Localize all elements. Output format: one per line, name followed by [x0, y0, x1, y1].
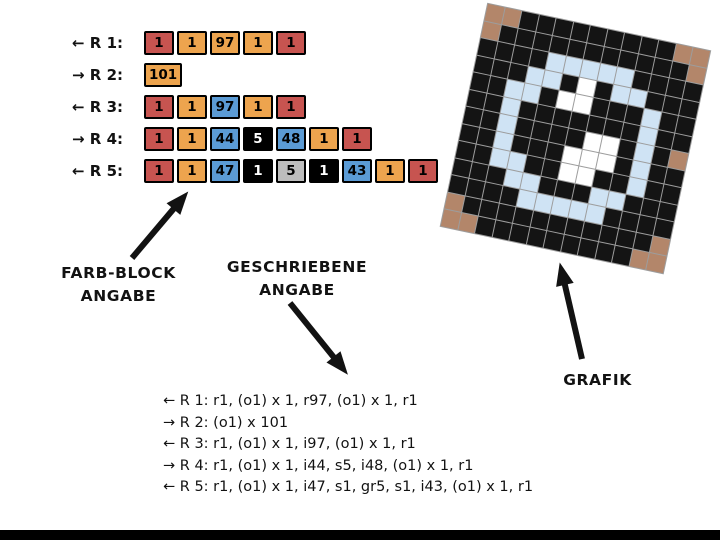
label-geschriebene-line1: GESCHRIEBENE: [226, 258, 368, 276]
color-block: 1: [342, 126, 372, 151]
color-block: 1: [177, 30, 207, 55]
color-block: 1: [177, 94, 207, 119]
pixel-cell: [679, 98, 699, 119]
arrow-geschriebene: [287, 301, 348, 375]
label-farb-block-line1: FARB-BLOCK: [61, 264, 176, 282]
color-block: 1: [144, 30, 174, 55]
color-block: 1: [309, 126, 339, 151]
grafik-grid: [439, 2, 711, 274]
pixel-cell: [646, 253, 666, 273]
arrow-grafik: [556, 262, 585, 360]
written-row: ← R 5: r1, (o1) x 1, i47, s1, gr5, s1, i…: [163, 479, 534, 495]
pixel-cell: [660, 184, 681, 205]
pixel-cell: [668, 150, 688, 170]
color-block: 1: [177, 126, 207, 151]
color-block: 1: [243, 94, 273, 119]
row-label: ← R 1:: [72, 33, 123, 52]
row-label: → R 4:: [72, 129, 123, 148]
color-block: 1: [276, 94, 306, 119]
color-block: 1: [177, 158, 207, 183]
color-block: 5: [243, 126, 273, 151]
color-block: 1: [243, 158, 273, 183]
color-block: 5: [276, 158, 306, 183]
pixel-cell: [664, 167, 685, 187]
color-block: 97: [210, 30, 240, 55]
pixel-cell: [690, 47, 710, 68]
written-row: ← R 3: r1, (o1) x 1, i97, (o1) x 1, r1: [163, 436, 416, 452]
color-block: 101: [144, 62, 183, 87]
pixel-cell: [682, 81, 703, 102]
written-row: → R 2: (o1) x 101: [163, 414, 289, 431]
block-row: → R 2: 101: [72, 62, 441, 87]
label-farb-block-angabe: FARB-BLOCK ANGABE: [46, 262, 191, 308]
color-block: 47: [210, 158, 240, 183]
label-grafik: GRAFIK: [540, 369, 655, 392]
color-block: 44: [210, 126, 240, 151]
color-block: 97: [210, 94, 240, 119]
label-geschriebene-angabe: GESCHRIEBENE ANGABE: [213, 256, 381, 302]
arrow-farb-block: [129, 191, 189, 260]
row-label: ← R 3:: [72, 97, 123, 116]
color-block: 1: [144, 158, 174, 183]
written-row: → R 4: r1, (o1) x 1, i44, s5, i48, (o1) …: [163, 457, 474, 474]
color-block: 48: [276, 126, 306, 151]
bottom-border: [0, 530, 720, 540]
color-block: 1: [144, 126, 174, 151]
label-farb-block-line2: ANGABE: [80, 287, 157, 305]
pixel-cell: [671, 133, 692, 153]
pixel-cell: [686, 64, 706, 85]
written-row: ← R 1: r1, (o1) x 1, r97, (o1) x 1, r1: [163, 393, 418, 409]
pixel-cell: [675, 116, 696, 136]
color-block: 1: [375, 158, 405, 183]
pixel-cell: [649, 235, 670, 256]
color-block: 1: [144, 94, 174, 119]
color-block: 1: [408, 158, 438, 183]
row-label: → R 2:: [72, 65, 123, 84]
pixel-cell: [657, 201, 677, 222]
color-block: 1: [276, 30, 306, 55]
written-angabe: ← R 1: r1, (o1) x 1, r97, (o1) x 1, r1 → …: [163, 391, 533, 499]
pixel-cell: [653, 218, 674, 239]
color-block: 1: [243, 30, 273, 55]
row-label: ← R 5:: [72, 161, 123, 180]
label-geschriebene-line2: ANGABE: [259, 281, 335, 299]
color-block: 1: [309, 158, 339, 183]
color-block: 43: [342, 158, 372, 183]
label-grafik-text: GRAFIK: [563, 371, 632, 389]
